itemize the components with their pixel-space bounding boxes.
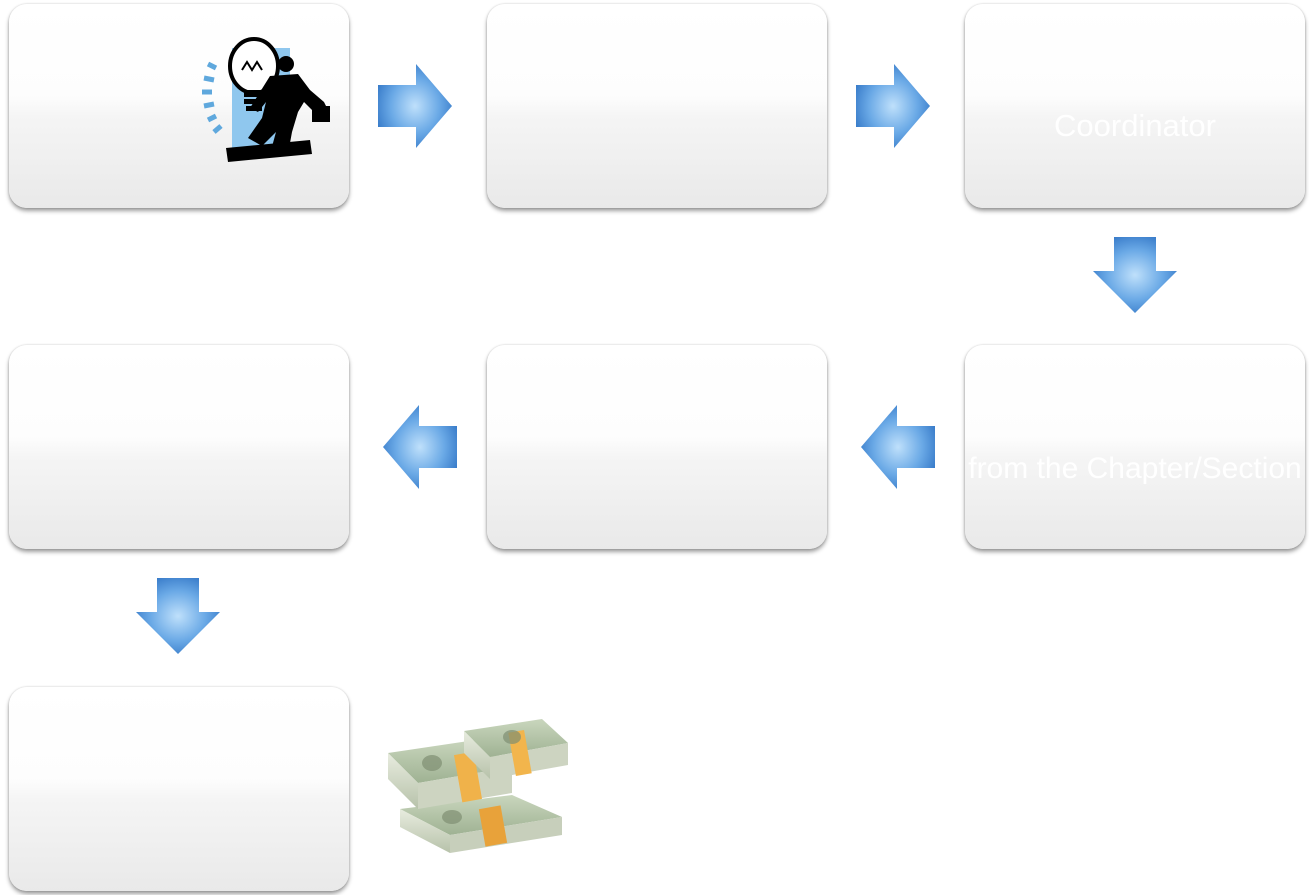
step-box-application (487, 4, 827, 208)
step-box-approval (9, 345, 349, 549)
money-stack-icon (362, 713, 590, 865)
flow-arrow-right (856, 64, 930, 148)
flow-arrow-left (861, 405, 935, 489)
step-box-funding (9, 687, 349, 891)
flow-arrow-right (378, 64, 452, 148)
step-text-coordinator: Coordinator (965, 106, 1305, 146)
flow-arrow-down (136, 578, 220, 654)
flow-arrow-left (383, 405, 457, 489)
step-text-chapter-section: from the Chapter/Section (965, 449, 1305, 489)
step-box-review (487, 345, 827, 549)
step-box-chapter-section: from the Chapter/Section (965, 345, 1305, 549)
step-box-coordinator: Coordinator (965, 4, 1305, 208)
idea-lightbulb-icon (200, 28, 338, 168)
flow-arrow-down (1093, 237, 1177, 313)
